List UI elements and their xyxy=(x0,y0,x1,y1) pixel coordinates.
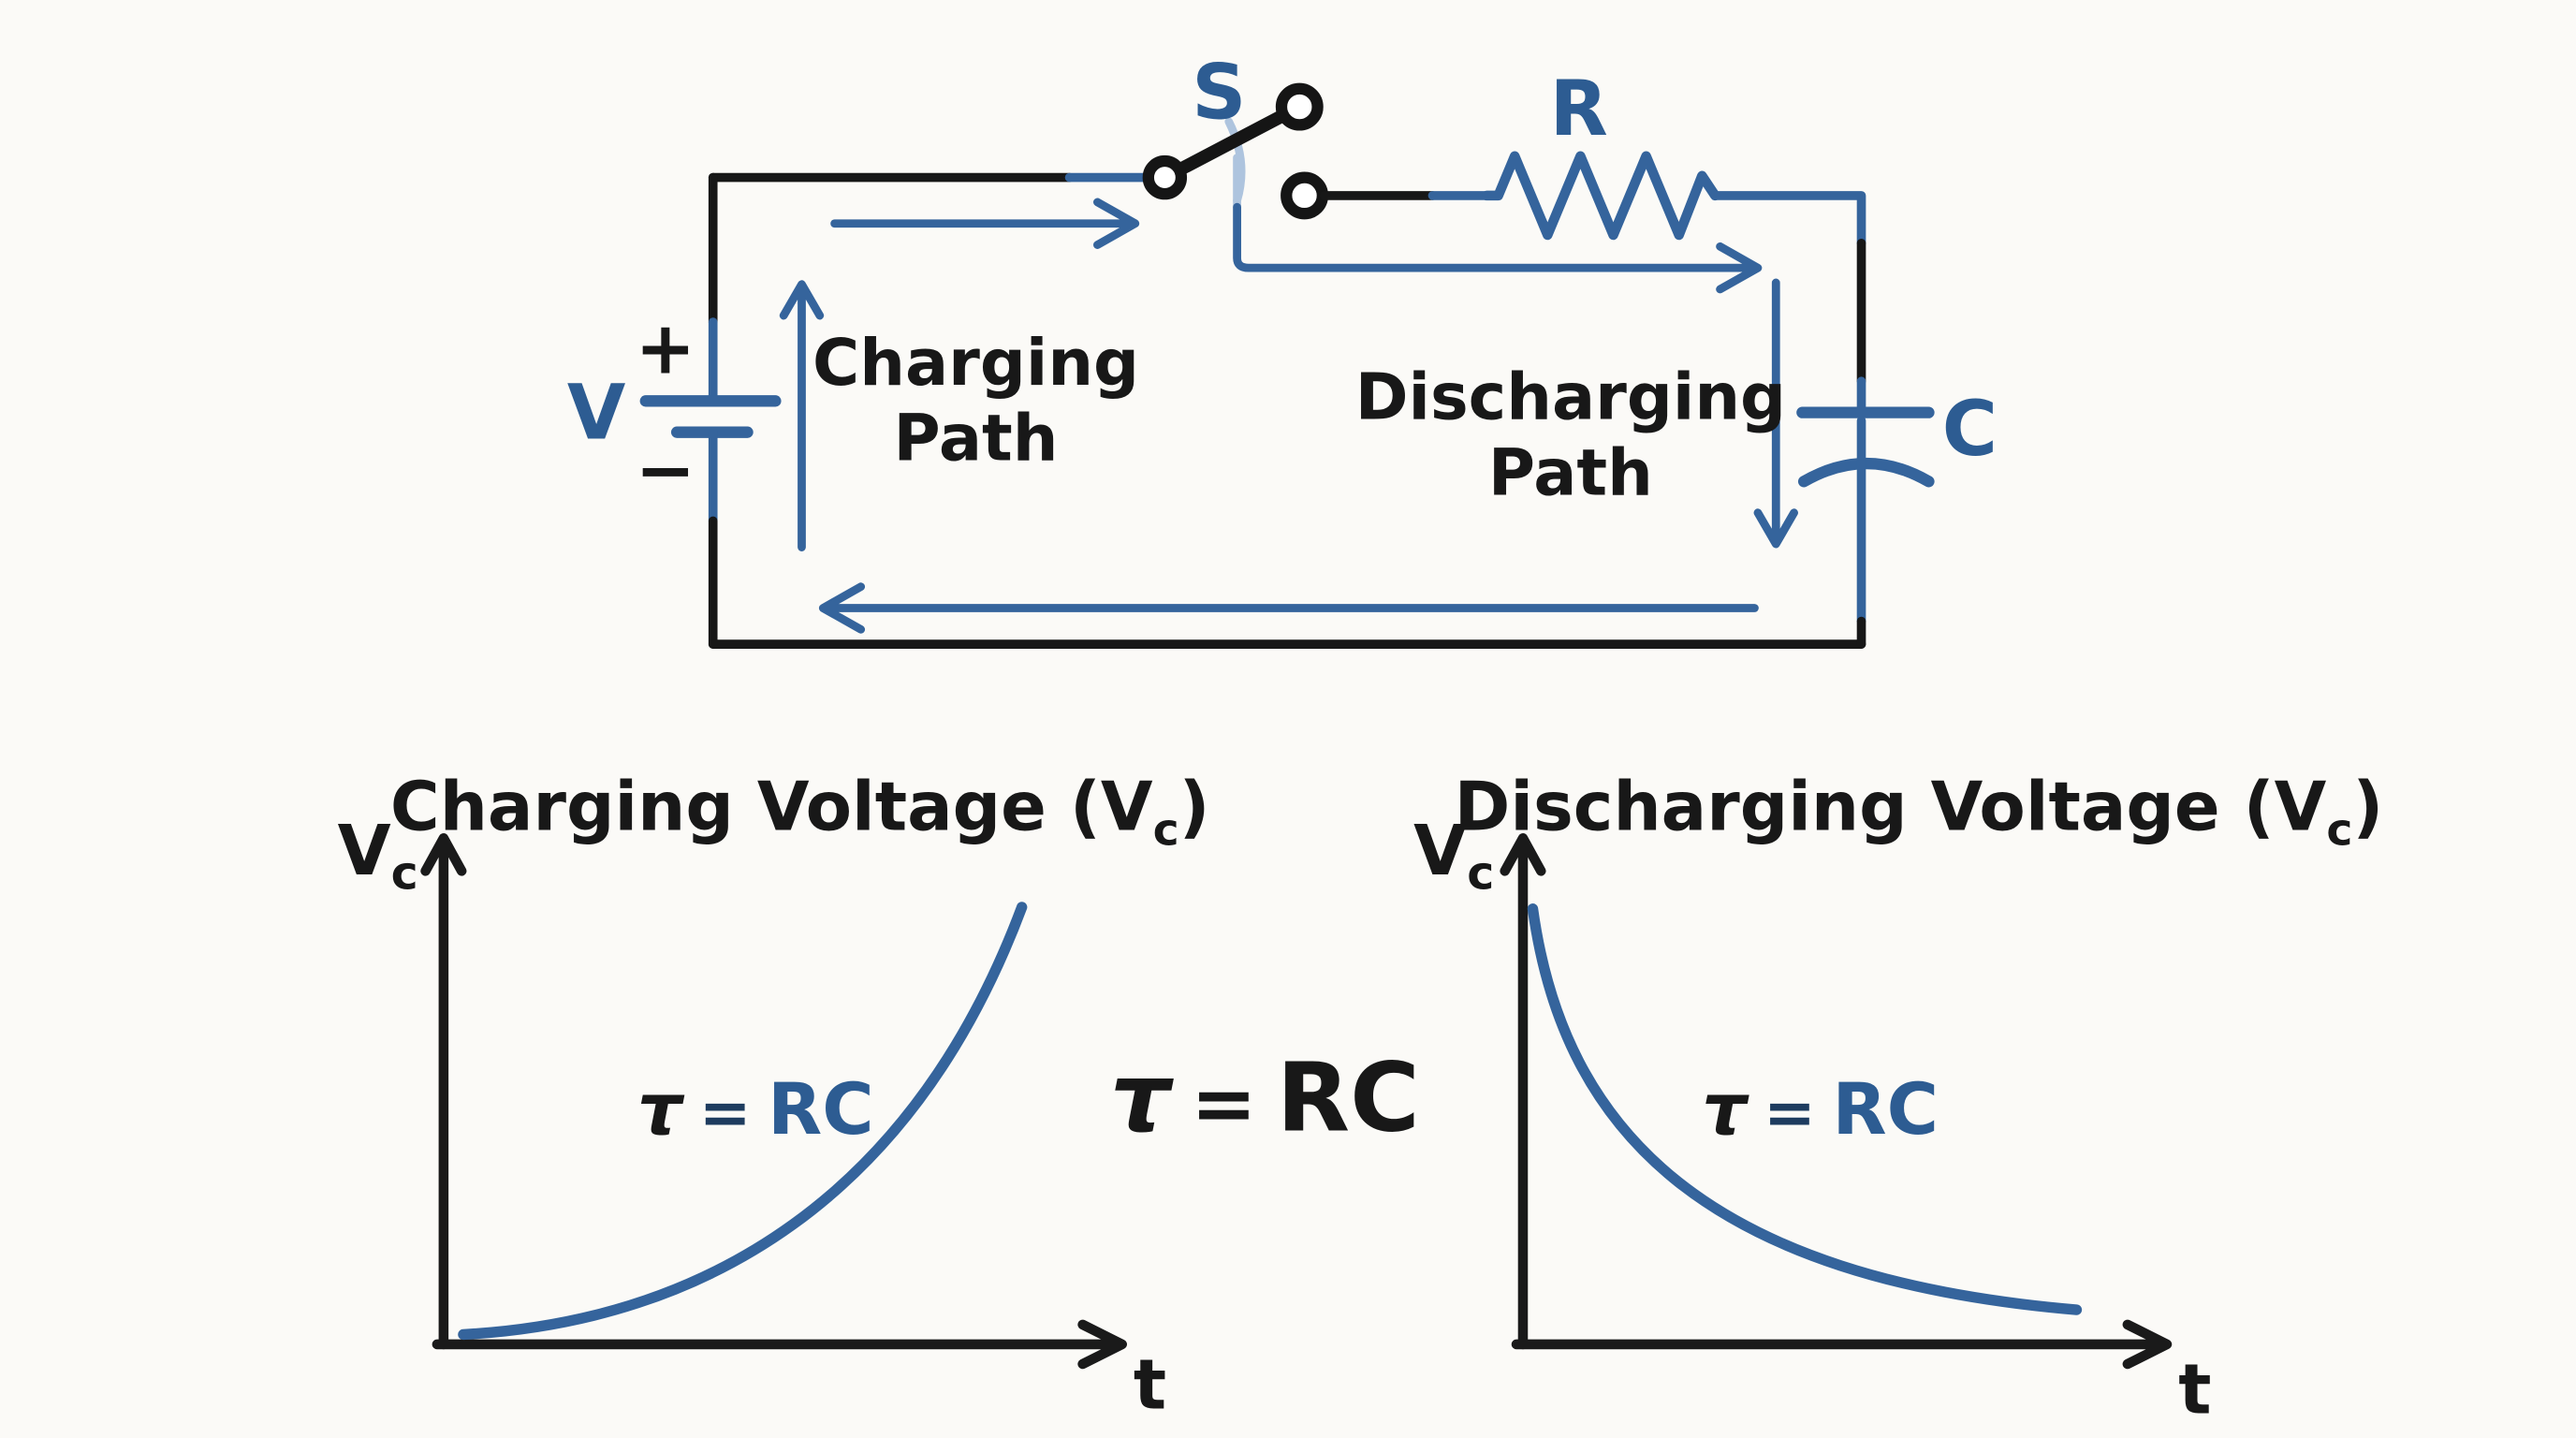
charging-x-axis-label: t xyxy=(1134,1345,1166,1425)
battery-plus-sign: + xyxy=(635,306,695,390)
battery-minus-sign: − xyxy=(635,428,695,512)
discharging-y-axis-label: Vc xyxy=(1413,812,1494,901)
charging-graph: Charging Voltage (Vc) Vc t τ=RC xyxy=(338,767,1210,1425)
charging-tau-formula: τ=RC xyxy=(637,1068,874,1151)
resistor-zigzag xyxy=(1482,151,1720,241)
circuit: V + − S R C xyxy=(567,49,1998,649)
discharging-arrow-right xyxy=(1233,202,1763,294)
charging-arrow-right xyxy=(830,198,1140,249)
discharging-path-label-line1: Discharging xyxy=(1355,360,1786,435)
discharging-curve xyxy=(1527,903,2083,1315)
switch-contact-left xyxy=(1142,154,1188,200)
switch-label: S xyxy=(1192,49,1246,137)
center-time-constant-formula: τ=RC xyxy=(1110,1044,1420,1154)
switch-contact-upper xyxy=(1275,82,1324,131)
discharging-arrow-down xyxy=(1753,278,1798,549)
capacitor-curved-plate xyxy=(1797,458,1935,488)
charging-path-label-line2: Path xyxy=(894,402,1059,477)
charging-arrow-up xyxy=(779,280,825,551)
return-arrow-left xyxy=(818,582,1759,634)
discharging-y-axis xyxy=(1500,833,1546,1350)
discharging-path-label-line2: Path xyxy=(1488,435,1653,510)
discharging-x-axis-label: t xyxy=(2178,1351,2211,1431)
discharging-x-axis xyxy=(1511,1319,2173,1370)
resistor-to-corner-wire xyxy=(1710,191,1866,248)
discharging-path-arrows xyxy=(1233,154,1798,549)
charging-y-axis xyxy=(420,833,467,1350)
resistor-label: R xyxy=(1550,66,1608,154)
charging-x-axis xyxy=(432,1319,1127,1370)
battery-label: V xyxy=(567,370,626,458)
charging-path-arrows xyxy=(779,198,1759,634)
switch: S xyxy=(1142,49,1328,220)
charging-curve xyxy=(458,902,1028,1341)
capacitor-label: C xyxy=(1942,386,1998,474)
charging-y-axis-label: Vc xyxy=(338,812,418,901)
discharging-tau-formula: τ=RC xyxy=(1702,1068,1939,1151)
switch-contact-lower xyxy=(1281,171,1328,220)
discharging-graph-title: Discharging Voltage (Vc) xyxy=(1455,767,2384,856)
switch-lever xyxy=(1158,100,1307,184)
charging-graph-title: Charging Voltage (Vc) xyxy=(390,767,1210,856)
charging-path-label-line1: Charging xyxy=(812,326,1139,401)
discharging-graph: Discharging Voltage (Vc) Vc t τ=RC xyxy=(1413,767,2383,1430)
